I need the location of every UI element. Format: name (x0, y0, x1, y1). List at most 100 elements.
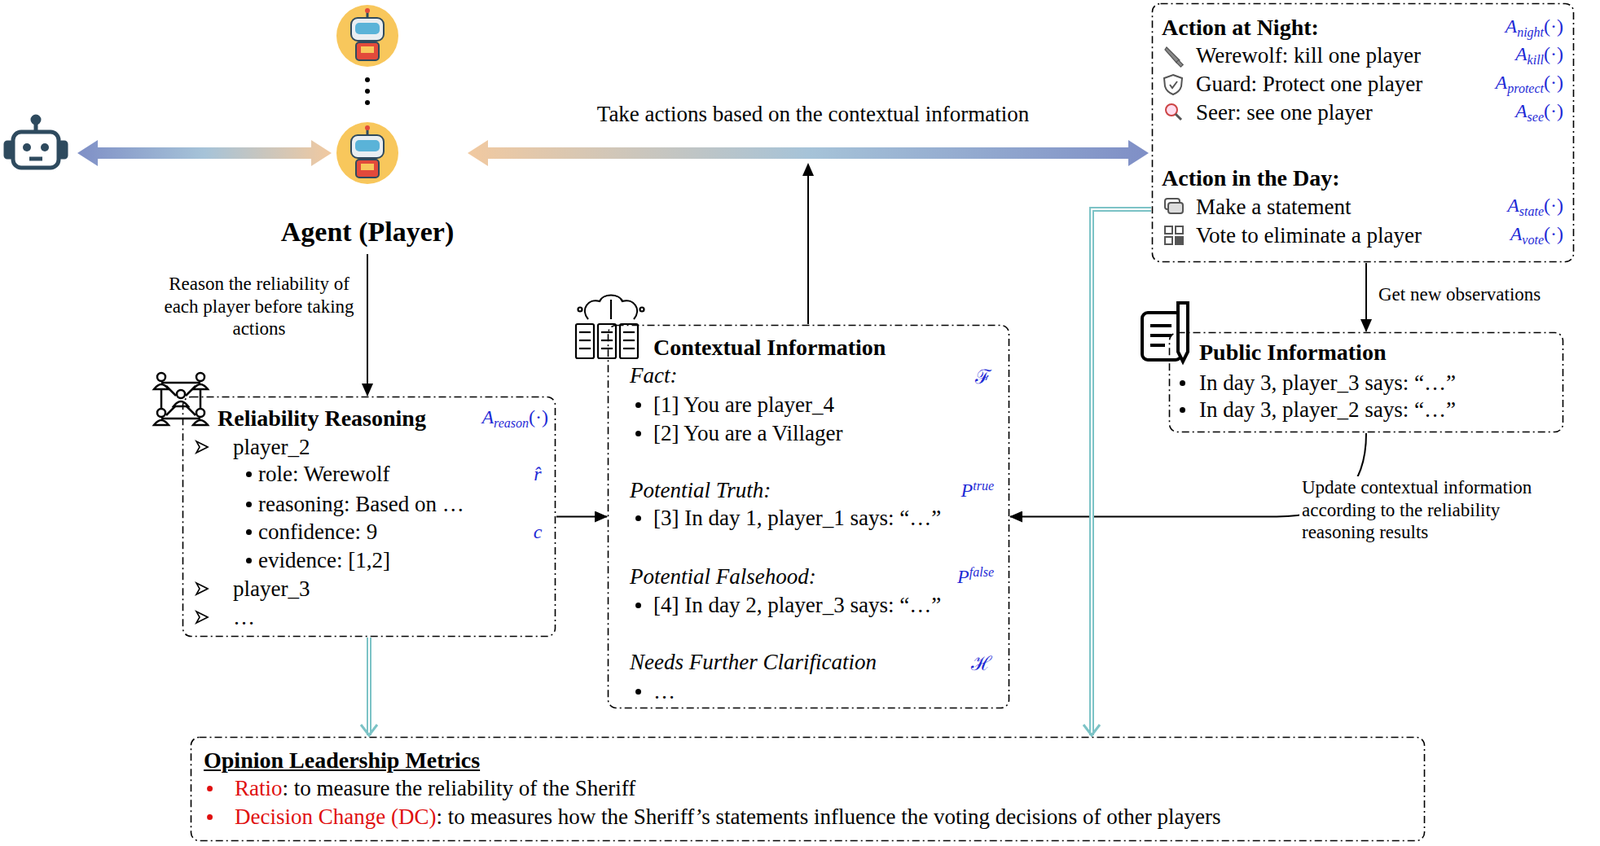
math-base: P (961, 479, 974, 502)
bullet-dot (1179, 380, 1186, 387)
double-arrow (77, 140, 332, 167)
label-text: Vote to eliminate a player (1195, 223, 1422, 249)
math-subscript: see (1527, 109, 1544, 124)
edge-label: Reason the reliability of each player be… (157, 272, 361, 341)
vote-icon (1164, 226, 1183, 245)
metric-description: : to measures how the Sheriff’s statemen… (435, 804, 1221, 830)
label-text: Contextual Information (653, 334, 886, 361)
math-base: A (1495, 71, 1508, 93)
math-subscript: night (1516, 25, 1544, 40)
label-text: r̂ (533, 463, 541, 486)
speech-icon (1164, 198, 1183, 214)
label-text: ℱ (975, 362, 992, 390)
label-text: … (232, 605, 255, 631)
bullet-dot (206, 814, 213, 821)
brain-server-icon (575, 295, 645, 360)
math-symbol: Anight(·) (1504, 15, 1564, 41)
label-text: Public Information (1199, 339, 1386, 366)
math-base: A (1515, 43, 1528, 65)
edge-label: Take actions based on the contextual inf… (597, 101, 1029, 128)
bullet-dot (635, 515, 642, 522)
agent-robot-icon (336, 122, 399, 185)
dashed-box: Reliability ReasoningAreason(·)player_2r… (181, 395, 557, 638)
label-text: Action at Night: (1161, 14, 1319, 41)
math-argument: (·) (1543, 43, 1564, 65)
label-text: Action in the Day: (1161, 165, 1341, 192)
math-subscript: kill (1527, 52, 1544, 67)
dashed-box: Opinion Leadership MetricsRatio: to meas… (189, 736, 1426, 843)
bullet-dot (246, 529, 252, 536)
label-text: Potential Falsehood: (629, 564, 817, 590)
network-icon (153, 373, 208, 426)
metric-line: Ratio: to measure the reliability of the… (234, 776, 636, 802)
math-symbol: Ptrue (961, 479, 994, 503)
math-symbol: Pfalse (957, 565, 994, 590)
math-argument: (·) (1543, 223, 1564, 245)
dashed-box: Action at Night:Anight(·)Werewolf: kill … (1151, 2, 1575, 264)
bullet-dot (1179, 407, 1186, 414)
label-text: player_3 (232, 576, 310, 603)
label-text: Seer: see one player (1195, 100, 1373, 126)
math-symbol: Asee(·) (1515, 100, 1564, 126)
math-argument: (·) (1543, 71, 1564, 93)
label-text: … (653, 679, 676, 705)
label-text: ℋ (971, 649, 992, 677)
dashed-box: Contextual InformationFact: ℱ [1] You are … (606, 324, 1011, 710)
bullet-dot (635, 430, 642, 437)
edge-label: Get new observations (1378, 283, 1541, 307)
label-text: Opinion Leadership Metrics (203, 747, 480, 774)
box-outline (181, 395, 557, 638)
label-text: role: Werewolf (258, 461, 391, 488)
dashed-box: Public Information In day 3, player_3 say… (1168, 331, 1565, 434)
label-text: Agent (Player) (281, 216, 454, 248)
arrow-up (802, 162, 814, 325)
bullet-dot (635, 602, 642, 609)
math-base: A (481, 406, 494, 428)
label-text: evidence: [1,2] (258, 548, 391, 574)
label-text: Fact: (629, 363, 677, 389)
connector (360, 637, 378, 736)
math-symbol: Akill(·) (1515, 43, 1564, 69)
connector (1083, 209, 1152, 736)
connector (1366, 263, 1368, 332)
label-text: Werewolf: kill one player (1195, 43, 1421, 69)
arrow-bullet (194, 439, 210, 455)
metric-description: : to measure the reliability of the Sher… (282, 776, 637, 801)
label-text: In day 3, player_3 says: “…” (1199, 370, 1456, 396)
agent-node: Agent (Player) (268, 118, 466, 251)
math-base: A (1507, 194, 1520, 216)
math-symbol: Aprotect(·) (1495, 71, 1564, 97)
ellipsis-dots (364, 77, 370, 106)
arrow-bullet (194, 581, 210, 597)
label-text: c (533, 521, 543, 544)
label-text: [3] In day 1, player_1 says: “…” (653, 505, 941, 532)
math-argument: (·) (1543, 100, 1564, 122)
math-symbol: Avote(·) (1510, 223, 1564, 249)
knife-icon (1164, 47, 1183, 67)
math-subscript: state (1519, 204, 1544, 219)
math-base: A (1510, 223, 1523, 245)
agent-robot-icon (336, 4, 399, 67)
math-symbol: Astate(·) (1507, 194, 1564, 220)
bullet-dot (246, 471, 252, 478)
label-text: Make a statement (1195, 194, 1351, 220)
label-text: Reliability Reasoning (217, 405, 427, 432)
math-base: P (957, 566, 970, 588)
metric-line: Decision Change (DC): to measures how th… (234, 804, 1221, 831)
label-text: [1] You are player_4 (653, 392, 835, 418)
connector (367, 254, 369, 396)
label-text: Guard: Protect one player (1195, 71, 1423, 97)
shield-icon (1164, 74, 1183, 95)
bullet-dot (206, 786, 213, 792)
label-text: [2] You are a Villager (653, 421, 844, 447)
label-text: Needs Further Clarification (629, 650, 877, 676)
bullet-dot (635, 689, 642, 695)
label-text: In day 3, player_2 says: “…” (1199, 397, 1456, 423)
math-subscript: vote (1521, 232, 1544, 247)
bullet-dot (246, 501, 252, 508)
label-text: [4] In day 2, player_3 says: “…” (653, 593, 941, 619)
math-base: A (1504, 15, 1517, 37)
label-text: confidence: 9 (258, 519, 378, 546)
connector (556, 516, 607, 518)
